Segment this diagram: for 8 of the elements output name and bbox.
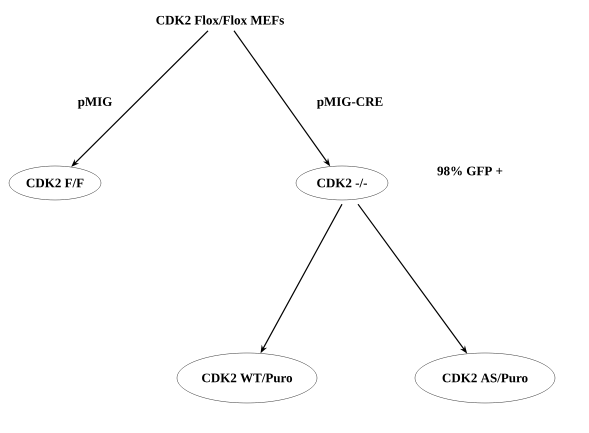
annotation-text: 98% GFP + <box>437 166 502 176</box>
ellipse-node: CDK2 AS/Puro <box>414 352 556 404</box>
ellipse-node: CDK2 F/F <box>8 166 102 200</box>
ellipse-node: CDK2 WT/Puro <box>176 352 318 404</box>
edge-label: pMIG-CRE <box>316 96 384 110</box>
edge-label: pMIG <box>76 96 114 110</box>
ellipse-node: CDK2 -/- <box>296 166 388 200</box>
heading-text: CDK2 Flox/Flox MEFs <box>156 15 284 25</box>
